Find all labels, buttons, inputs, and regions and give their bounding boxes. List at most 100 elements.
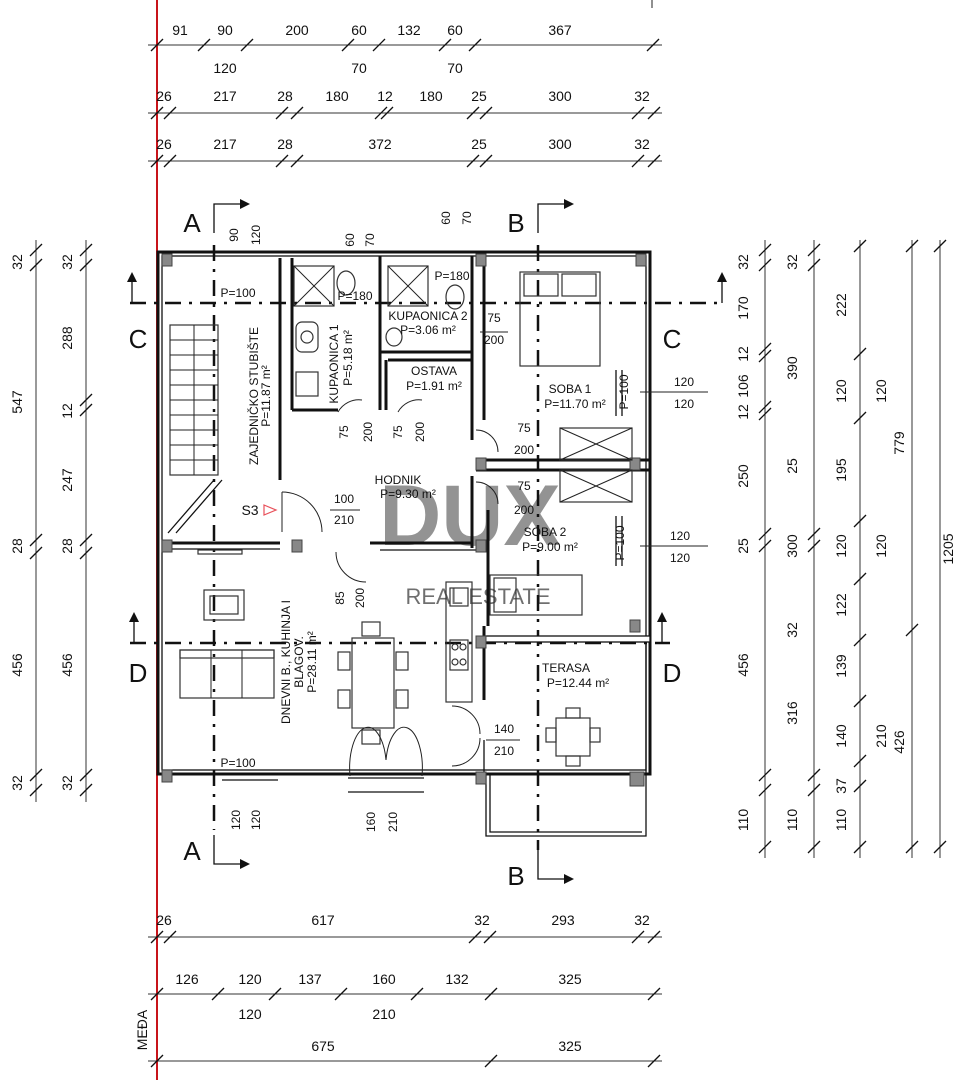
svg-text:12: 12 (377, 88, 393, 104)
svg-text:32: 32 (9, 254, 25, 270)
svg-text:160: 160 (372, 971, 396, 987)
svg-text:P=100: P=100 (617, 374, 631, 409)
svg-text:200: 200 (413, 422, 427, 442)
stair-steps (169, 324, 219, 476)
svg-text:217: 217 (213, 136, 237, 152)
svg-text:132: 132 (445, 971, 469, 987)
svg-text:120: 120 (238, 971, 262, 987)
svg-text:170: 170 (735, 296, 751, 320)
svg-text:110: 110 (784, 809, 800, 832)
svg-text:195: 195 (833, 458, 849, 482)
svg-text:70: 70 (363, 233, 377, 247)
svg-text:110: 110 (735, 809, 751, 832)
walls (156, 250, 652, 837)
svg-text:316: 316 (784, 701, 800, 725)
svg-text:32: 32 (634, 88, 650, 104)
svg-text:210: 210 (494, 744, 514, 758)
svg-text:P=100: P=100 (220, 286, 255, 300)
bottom-dimensions: 26 617 32 293 32 126 120 137 160 132 325… (148, 912, 662, 1068)
svg-text:200: 200 (484, 333, 504, 347)
svg-text:139: 139 (833, 654, 849, 678)
room-storage-area: P=1.91 m² (406, 379, 462, 393)
section-b-bottom: B (507, 861, 524, 891)
room-living-name2: BLAGOV. (292, 636, 306, 688)
svg-text:28: 28 (277, 88, 293, 104)
svg-text:26: 26 (156, 88, 172, 104)
section-d-left: D (129, 658, 148, 688)
room-stair-name: ZAJEDNIČKO STUBIŠTE (246, 327, 261, 465)
doors (222, 370, 623, 793)
svg-text:300: 300 (548, 88, 572, 104)
svg-text:P=100: P=100 (220, 756, 255, 770)
right-dimensions: 32 170 12 106 12 250 25 456 110 32 390 2… (735, 239, 956, 858)
svg-text:372: 372 (368, 136, 392, 152)
room-bath1-area: P=5.18 m² (341, 330, 355, 386)
svg-text:32: 32 (784, 254, 800, 270)
room-living-area: P=28.11 m² (305, 631, 319, 692)
svg-text:120: 120 (249, 810, 263, 830)
svg-text:367: 367 (548, 22, 572, 38)
svg-text:26: 26 (156, 136, 172, 152)
svg-text:456: 456 (735, 653, 751, 677)
section-markers: A B A B C C D D (127, 199, 727, 891)
svg-text:32: 32 (634, 136, 650, 152)
room-bath2-area: P=3.06 m² (400, 323, 456, 337)
svg-text:60: 60 (439, 211, 453, 225)
svg-text:28: 28 (59, 538, 75, 554)
svg-text:120: 120 (674, 375, 694, 389)
svg-text:456: 456 (9, 653, 25, 677)
room-bath1-name: KUPAONICA 1 (327, 324, 341, 403)
section-a-top: A (183, 208, 201, 238)
svg-text:12: 12 (59, 403, 75, 419)
svg-text:90: 90 (217, 22, 233, 38)
svg-text:217: 217 (213, 88, 237, 104)
svg-text:137: 137 (298, 971, 322, 987)
section-b-top: B (507, 208, 524, 238)
svg-text:85: 85 (333, 591, 347, 605)
svg-text:28: 28 (9, 538, 25, 554)
svg-text:32: 32 (59, 254, 75, 270)
svg-text:70: 70 (447, 60, 463, 76)
svg-text:222: 222 (833, 293, 849, 317)
svg-text:P=180: P=180 (337, 289, 372, 303)
svg-text:617: 617 (311, 912, 335, 928)
svg-text:140: 140 (833, 724, 849, 748)
door-label-s3: S3 (241, 502, 258, 518)
boundary-label: MEĐA (134, 1009, 150, 1050)
room-terrace-name: TERASA (542, 661, 590, 675)
room-living-name: DNEVNI B., KUHINJA I (279, 600, 293, 724)
svg-text:25: 25 (784, 458, 800, 474)
svg-text:P=100: P=100 (613, 525, 627, 560)
svg-text:37: 37 (833, 778, 849, 794)
room-soba2-area: P=9.00 m² (522, 540, 578, 554)
svg-text:70: 70 (351, 60, 367, 76)
svg-text:120: 120 (238, 1006, 262, 1022)
svg-text:210: 210 (334, 513, 354, 527)
svg-text:91: 91 (172, 22, 188, 38)
section-lines (130, 245, 725, 850)
svg-text:426: 426 (891, 730, 907, 754)
svg-text:120: 120 (249, 225, 263, 245)
svg-text:547: 547 (9, 390, 25, 414)
section-a-bottom: A (183, 836, 201, 866)
svg-text:210: 210 (873, 724, 889, 748)
svg-text:110: 110 (833, 809, 849, 832)
svg-text:456: 456 (59, 653, 75, 677)
svg-text:300: 300 (784, 534, 800, 558)
svg-text:25: 25 (471, 88, 487, 104)
svg-text:200: 200 (361, 422, 375, 442)
svg-text:200: 200 (514, 443, 534, 457)
svg-text:247: 247 (59, 468, 75, 492)
svg-text:75: 75 (391, 425, 405, 439)
svg-text:70: 70 (460, 211, 474, 225)
svg-text:250: 250 (735, 464, 751, 488)
svg-text:325: 325 (558, 1038, 582, 1054)
svg-text:75: 75 (337, 425, 351, 439)
svg-text:132: 132 (397, 22, 421, 38)
svg-text:32: 32 (9, 775, 25, 791)
section-c-left: C (129, 324, 148, 354)
svg-text:75: 75 (517, 479, 531, 493)
room-storage-name: OSTAVA (411, 364, 457, 378)
svg-text:120: 120 (213, 60, 237, 76)
